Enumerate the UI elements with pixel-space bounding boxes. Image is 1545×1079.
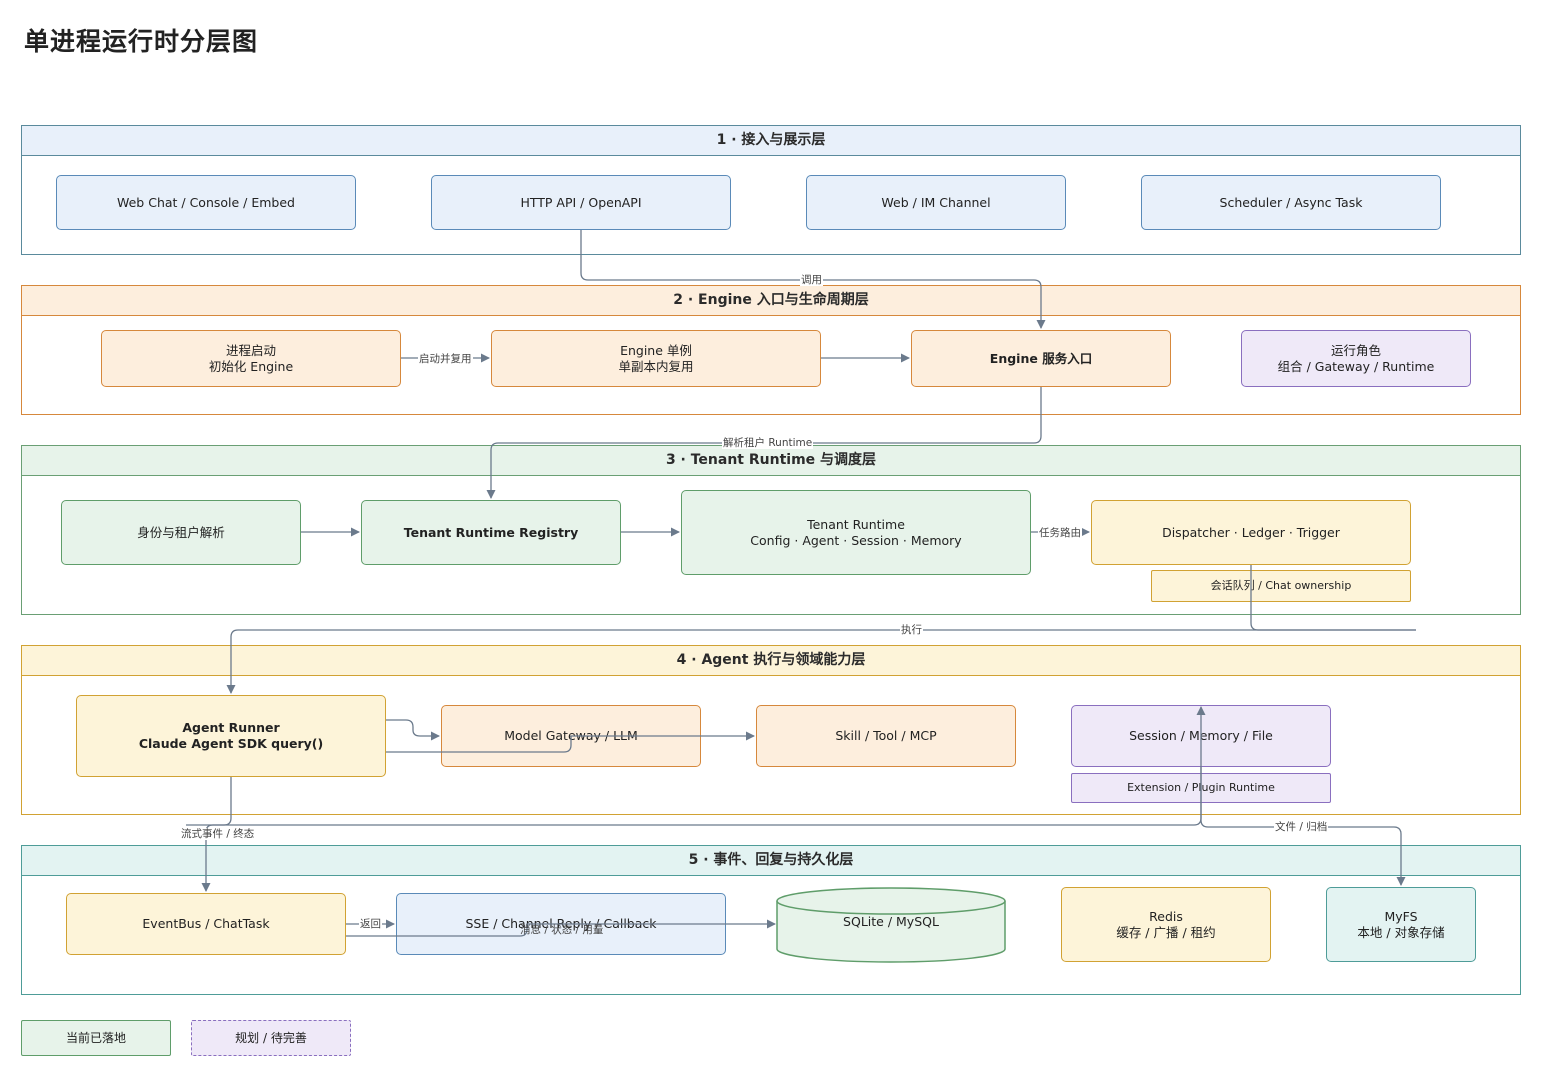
layer-engine: 2 · Engine 入口与生命周期层 [21, 285, 1521, 415]
layer-title: 5 · 事件、回复与持久化层 [22, 846, 1520, 876]
node-web-chat: Web Chat / Console / Embed [56, 175, 356, 230]
node-sublabel: Claude Agent SDK query() [138, 736, 324, 751]
node-tenant-runtime: Tenant Runtime Config · Agent · Session … [681, 490, 1031, 575]
edge-label-file-archive: 文件 / 归档 [1274, 821, 1329, 833]
edge-execute [1250, 565, 1416, 631]
node-sublabel: Config · Agent · Session · Memory [750, 532, 962, 548]
node-redis: Redis 缓存 / 广播 / 租约 [1061, 887, 1271, 962]
node-runtime-role: 运行角色 组合 / Gateway / Runtime [1241, 330, 1471, 387]
node-label: MyFS [1384, 908, 1418, 924]
legend-planned: 规划 / 待完善 [191, 1020, 351, 1056]
node-label: Agent Runner [182, 720, 280, 735]
legend-implemented: 当前已落地 [21, 1020, 171, 1056]
layer-persistence: 5 · 事件、回复与持久化层 [21, 845, 1521, 995]
edge-label-invoke: 调用 [800, 274, 823, 286]
edge-stream-to-session [186, 706, 1206, 826]
edge-label-resolve-tenant: 解析租户 Runtime [722, 437, 814, 449]
node-sublabel: 组合 / Gateway / Runtime [1277, 358, 1435, 374]
edge-execute-return [226, 629, 1416, 694]
node-label: Engine 服务入口 [989, 350, 1093, 366]
node-http-api: HTTP API / OpenAPI [431, 175, 731, 230]
node-label: EventBus / ChatTask [142, 916, 270, 931]
node-label: Web / IM Channel [881, 194, 991, 210]
node-scheduler: Scheduler / Async Task [1141, 175, 1441, 230]
node-label: 会话队列 / Chat ownership [1210, 579, 1352, 592]
node-identity-resolution: 身份与租户解析 [61, 500, 301, 565]
legend-label: 当前已落地 [65, 1031, 126, 1045]
node-sublabel: 缓存 / 广播 / 租约 [1116, 924, 1216, 940]
node-label: Tenant Runtime Registry [403, 524, 579, 540]
node-label: Web Chat / Console / Embed [116, 194, 295, 210]
layer-title: 2 · Engine 入口与生命周期层 [22, 286, 1520, 316]
layer-agent: 4 · Agent 执行与领域能力层 [21, 645, 1521, 815]
edge-label-stream-events: 流式事件 / 终态 [180, 828, 256, 840]
node-label: Engine 单例 [620, 342, 692, 358]
node-session-queue: 会话队列 / Chat ownership [1151, 570, 1411, 602]
node-sublabel: 本地 / 对象存储 [1357, 924, 1445, 940]
edge-label-return: 返回 [359, 918, 382, 930]
legend-label: 规划 / 待完善 [235, 1031, 307, 1045]
node-tenant-runtime-registry: Tenant Runtime Registry [361, 500, 621, 565]
edge-runner-model [386, 719, 440, 741]
node-eventbus: EventBus / ChatTask [66, 893, 346, 955]
node-web-im-channel: Web / IM Channel [806, 175, 1066, 230]
edge-label-msg-state: 消息 / 状态 / 用量 [520, 924, 604, 936]
node-sublabel: 单副本内复用 [618, 358, 694, 374]
node-dispatcher: Dispatcher · Ledger · Trigger [1091, 500, 1411, 565]
layer-tenant: 3 · Tenant Runtime 与调度层 [21, 445, 1521, 615]
edge-label-execute: 执行 [900, 624, 923, 636]
node-process-startup: 进程启动 初始化 Engine [101, 330, 401, 387]
node-sublabel: 初始化 Engine [208, 358, 294, 374]
node-label: Tenant Runtime [807, 516, 905, 532]
node-label: 进程启动 [225, 342, 276, 358]
node-label: Scheduler / Async Task [1219, 194, 1363, 210]
layer-title: 1 · 接入与展示层 [22, 126, 1520, 156]
node-sqlite: SQLite / MySQL [843, 914, 939, 929]
node-skill-tool: Skill / Tool / MCP [756, 705, 1016, 767]
edge-model-skill [386, 731, 755, 753]
edge-label-start-reuse: 启动并复用 [418, 353, 473, 365]
node-label: 运行角色 [1330, 342, 1381, 358]
node-engine-singleton: Engine 单例 单副本内复用 [491, 330, 821, 387]
node-sqlite-cylinder [776, 887, 1006, 963]
layer-access: 1 · 接入与展示层 [21, 125, 1521, 255]
node-myfs: MyFS 本地 / 对象存储 [1326, 887, 1476, 962]
node-label: Dispatcher · Ledger · Trigger [1162, 524, 1340, 540]
layer-title: 4 · Agent 执行与领域能力层 [22, 646, 1520, 676]
edge-msg-state [346, 919, 776, 937]
node-label: Skill / Tool / MCP [835, 728, 937, 743]
node-engine-service-entry: Engine 服务入口 [911, 330, 1171, 387]
node-agent-runner: Agent Runner Claude Agent SDK query() [76, 695, 386, 777]
node-label: 身份与租户解析 [137, 524, 225, 540]
edge-label-task-route: 任务路由 [1038, 527, 1082, 539]
page-title: 单进程运行时分层图 [24, 27, 259, 56]
node-label: Redis [1149, 908, 1183, 924]
layer-title: 3 · Tenant Runtime 与调度层 [22, 446, 1520, 476]
node-label: HTTP API / OpenAPI [520, 194, 642, 210]
